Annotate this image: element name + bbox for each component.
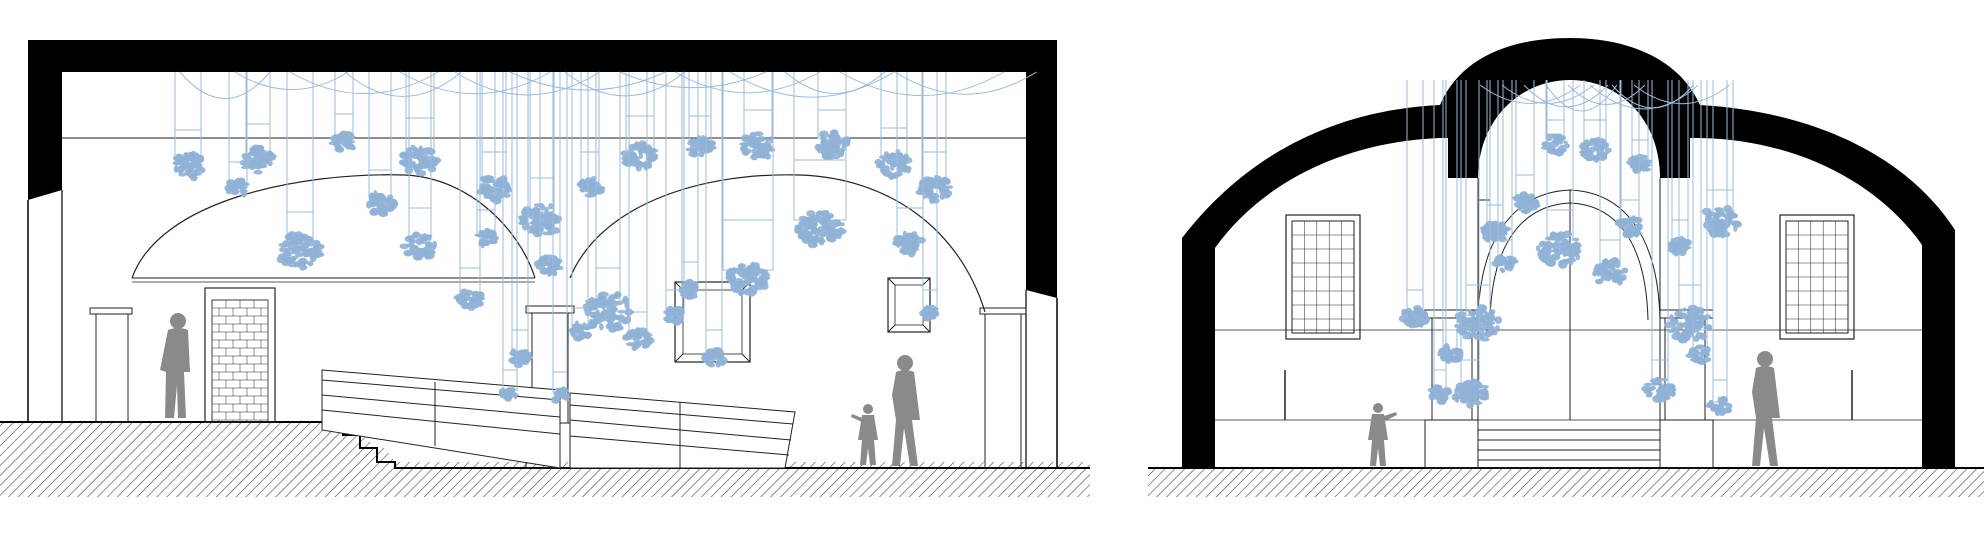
wall-niche-right	[887, 277, 931, 333]
child-silhouette-icon	[851, 404, 878, 465]
hanging-plants-left	[172, 71, 1037, 404]
person-silhouette-icon	[160, 313, 190, 418]
wall-frame-left	[28, 40, 1057, 298]
inclined-bench-right	[569, 392, 796, 469]
ground-hatch-left	[0, 422, 1090, 497]
pilaster-right	[979, 307, 1027, 469]
cross-section	[1148, 38, 1984, 497]
longitudinal-section	[0, 40, 1090, 497]
vault-outer	[1182, 38, 1955, 468]
person-silhouette-icon	[892, 355, 920, 466]
pilaster-left	[89, 307, 133, 423]
bricked-doorway	[204, 287, 276, 423]
ground-hatch-right	[1148, 468, 1984, 497]
child-silhouette-icon	[1368, 403, 1397, 466]
arch-left	[131, 174, 536, 279]
window-right	[1779, 214, 1855, 340]
person-silhouette-icon	[1752, 351, 1780, 466]
bench-posts	[1284, 370, 1853, 420]
hanging-plants-right	[1398, 80, 1743, 417]
arch-right	[569, 174, 986, 313]
window-left	[1285, 214, 1361, 340]
